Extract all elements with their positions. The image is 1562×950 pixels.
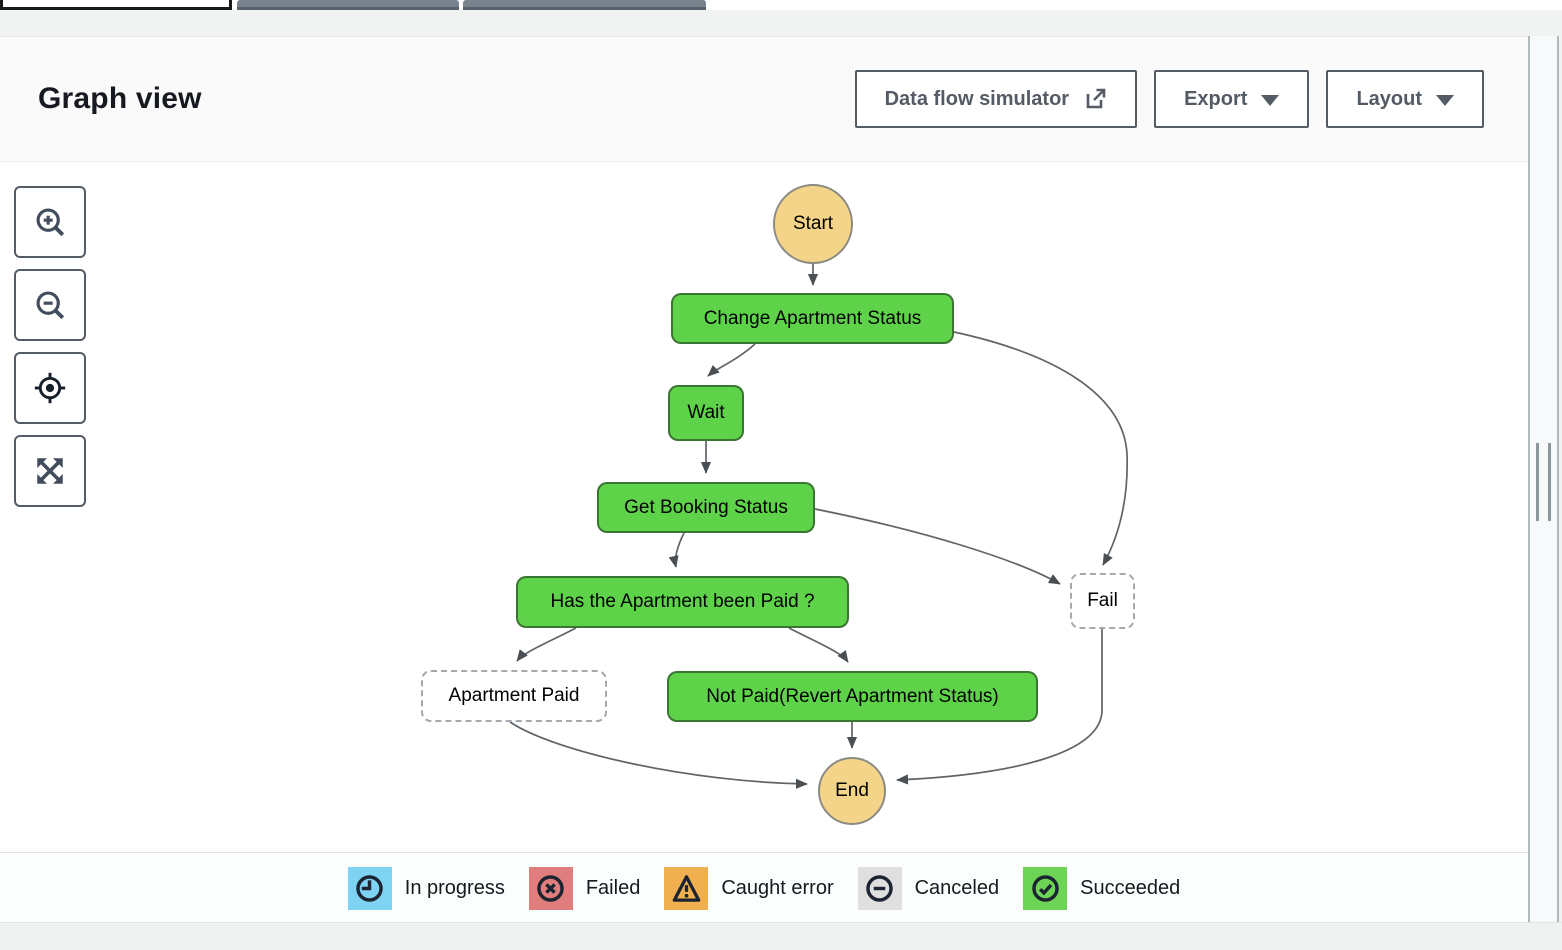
node-label: Change Apartment Status — [703, 307, 922, 329]
node-label: Get Booking Status — [624, 496, 788, 518]
graph-node-wait[interactable]: Wait — [668, 385, 744, 441]
zoom-in-button[interactable] — [14, 186, 86, 258]
legend-item-failed: Failed — [528, 866, 641, 910]
fit-view-icon — [33, 454, 67, 488]
node-label: Fail — [1087, 590, 1118, 612]
node-label: Not Paid(Revert Apartment Status) — [706, 685, 999, 707]
zoom-out-button[interactable] — [14, 269, 86, 341]
center-target-icon — [33, 371, 67, 405]
panel-header: Graph view Data flow simulator Export La… — [0, 37, 1528, 162]
graph-node-start[interactable]: Start — [773, 184, 853, 264]
graph-node-has-apartment-been-paid[interactable]: Has the Apartment been Paid ? — [516, 576, 849, 628]
graph-canvas[interactable]: Start Change Apartment Status Wait Get B… — [0, 162, 1528, 852]
tab-fragment[interactable] — [237, 0, 459, 10]
tab-fragment[interactable] — [463, 0, 706, 10]
zoom-in-icon — [33, 205, 67, 239]
page-title: Graph view — [38, 82, 202, 115]
external-link-icon — [1083, 87, 1107, 111]
legend-item-succeeded: Succeeded — [1023, 866, 1181, 910]
bottom-strip — [0, 922, 1562, 950]
center-view-button[interactable] — [14, 352, 86, 424]
split-panel-gutter — [1528, 36, 1559, 922]
graph-edges — [509, 264, 1128, 789]
caret-down-icon — [1261, 94, 1280, 106]
zoom-out-icon — [33, 288, 67, 322]
graph-node-apartment-paid[interactable]: Apartment Paid — [421, 670, 607, 722]
graph-node-get-booking-status[interactable]: Get Booking Status — [597, 482, 815, 533]
node-label: Wait — [687, 402, 725, 424]
circle-minus-icon — [857, 866, 902, 910]
graph-node-fail[interactable]: Fail — [1070, 573, 1135, 629]
legend-label: Caught error — [721, 876, 834, 899]
node-label: End — [835, 780, 869, 802]
data-flow-simulator-button[interactable]: Data flow simulator — [854, 70, 1138, 128]
graph-node-end[interactable]: End — [818, 757, 886, 825]
graph-toolbar — [14, 186, 86, 507]
export-button[interactable]: Export — [1154, 70, 1310, 128]
layout-label: Layout — [1356, 87, 1422, 110]
status-legend: In progress Failed Caught error — [0, 852, 1528, 923]
node-label: Has the Apartment been Paid ? — [550, 591, 815, 613]
legend-item-in-progress: In progress — [347, 866, 505, 910]
data-flow-simulator-label: Data flow simulator — [884, 87, 1070, 110]
export-label: Export — [1184, 87, 1248, 110]
legend-label: Failed — [585, 876, 641, 899]
circle-x-icon — [528, 866, 573, 910]
node-label: Start — [792, 213, 834, 235]
graph-node-not-paid-revert[interactable]: Not Paid(Revert Apartment Status) — [667, 671, 1038, 722]
legend-item-canceled: Canceled — [857, 866, 1000, 910]
caret-down-icon — [1436, 94, 1454, 106]
tab-fragment-active[interactable] — [0, 0, 232, 10]
warning-triangle-icon — [664, 866, 709, 910]
header-actions: Data flow simulator Export Layout — [854, 70, 1484, 128]
legend-label: Succeeded — [1080, 876, 1181, 899]
legend-label: Canceled — [914, 876, 1000, 899]
graph-node-change-apartment-status[interactable]: Change Apartment Status — [671, 293, 954, 344]
legend-item-caught-error: Caught error — [664, 866, 834, 910]
node-label: Apartment Paid — [448, 685, 580, 707]
browser-tab-strip — [0, 0, 1562, 10]
circle-check-icon — [1023, 866, 1068, 910]
layout-button[interactable]: Layout — [1326, 70, 1484, 128]
split-panel-resize-handle[interactable] — [1536, 443, 1551, 521]
fit-view-button[interactable] — [14, 435, 86, 507]
legend-label: In progress — [404, 876, 505, 899]
graph-view-panel: Graph view Data flow simulator Export La… — [0, 36, 1528, 923]
clock-icon — [347, 866, 392, 910]
